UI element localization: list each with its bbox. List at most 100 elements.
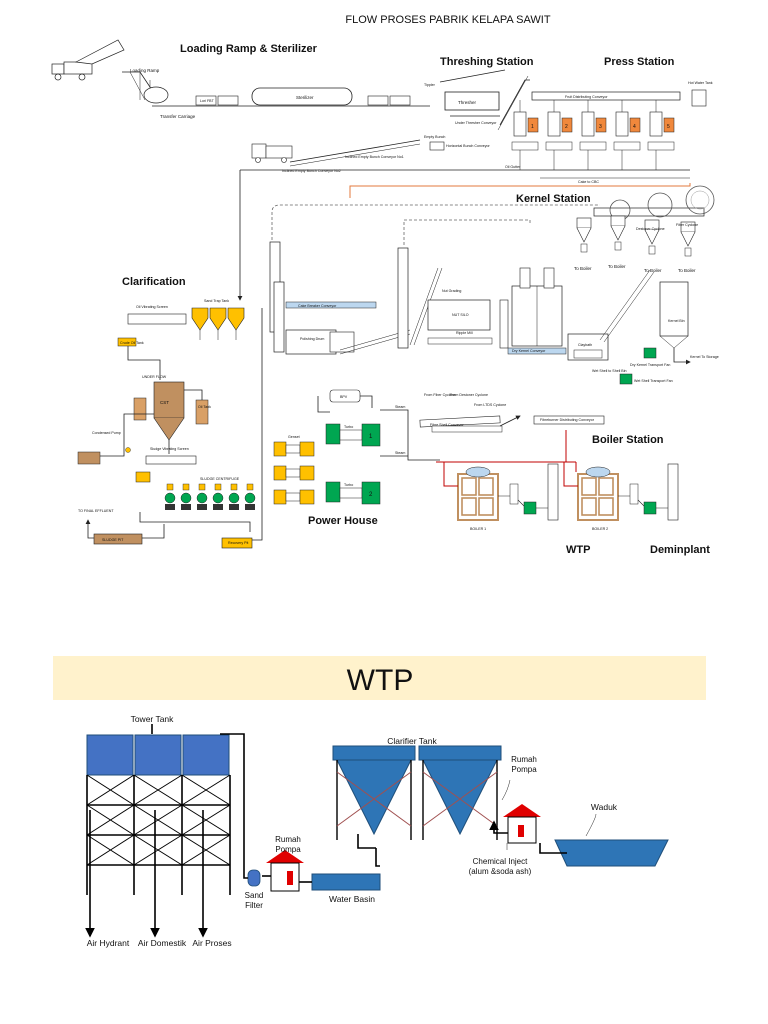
kernel-feed-line bbox=[349, 183, 691, 198]
boiler-2-cell bbox=[581, 477, 597, 496]
sterilizer bbox=[251, 87, 353, 106]
screw-press-2 bbox=[545, 141, 573, 151]
boiler-1-cell bbox=[478, 477, 494, 496]
rumah-pompa-left bbox=[266, 850, 304, 892]
svg-text:2: 2 bbox=[369, 492, 373, 498]
tower-tank-label: Tower Tank bbox=[131, 714, 175, 724]
ripple-mill-base bbox=[427, 337, 493, 345]
cyclone-airlock-2 bbox=[614, 241, 622, 251]
condensed-pump-label: Condensed Pump bbox=[92, 431, 121, 435]
boiler-1-steam bbox=[443, 462, 458, 487]
empty-bunch-truck-icon bbox=[251, 143, 293, 163]
condensed-return-line bbox=[100, 413, 154, 457]
clarifier-outlet bbox=[357, 834, 376, 849]
centrifuge-base-6 bbox=[245, 504, 255, 510]
loading-ramp-station-title: Loading Ramp & Sterilizer bbox=[180, 43, 318, 55]
polishing-drum-label: Polishing Drum bbox=[300, 337, 324, 341]
tippler-label: Tippler bbox=[424, 83, 436, 87]
cst-to-oil-tank bbox=[184, 389, 203, 400]
boiler-1-dust-collector bbox=[509, 483, 519, 505]
centrifuge-6 bbox=[244, 492, 256, 504]
separator-top-1 bbox=[519, 267, 531, 289]
recovery-line bbox=[252, 308, 263, 541]
sand-trap-2 bbox=[209, 307, 227, 331]
cyclone-cone-1 bbox=[576, 227, 592, 243]
centrifuge-base-3 bbox=[197, 504, 207, 510]
tower-tank bbox=[86, 734, 231, 895]
screw-press-5 bbox=[647, 141, 675, 151]
boiler-1-flue bbox=[498, 495, 548, 509]
genset-engine-2 bbox=[273, 465, 287, 481]
genset-alternator-3 bbox=[299, 489, 315, 505]
boiler-2-drum bbox=[585, 466, 611, 478]
clarifier-cone-2 bbox=[422, 759, 498, 836]
centrifuge-row bbox=[164, 483, 256, 510]
screw-press-4 bbox=[613, 141, 641, 151]
sand-filter-label-1: Sand bbox=[245, 891, 264, 900]
from-ltds-cyclone-label: From LTDS Cyclone bbox=[474, 403, 506, 407]
tower-tank-3 bbox=[182, 734, 230, 776]
tower-brace bbox=[133, 774, 183, 806]
centrifuge-manifold bbox=[139, 512, 251, 532]
steam-label-1: Steam bbox=[395, 405, 405, 409]
wtp-station-title: WTP bbox=[566, 544, 590, 556]
oil-tank bbox=[195, 399, 209, 425]
tower-brace bbox=[133, 834, 183, 866]
filter-to-tower bbox=[220, 733, 248, 879]
loading-ramp-label: Loading Ramp bbox=[130, 68, 160, 73]
bpv-lines bbox=[317, 395, 373, 413]
fiber-duct-1 bbox=[271, 204, 600, 240]
horizontal-bunch-conveyor-label: Horizontal Bunch Conveyor bbox=[446, 144, 491, 148]
press-station-title: Press Station bbox=[604, 56, 675, 68]
effluent-arrow bbox=[85, 519, 94, 539]
screw-press-3 bbox=[579, 141, 607, 151]
boiler1-label: BOILER 1 bbox=[470, 527, 486, 531]
genset-alternator-2 bbox=[299, 465, 315, 481]
separator-column bbox=[499, 299, 509, 349]
rumah-pompa-right-leader bbox=[501, 779, 511, 801]
cyclone-header-duct bbox=[593, 207, 705, 217]
clarifier-cone-1 bbox=[336, 759, 412, 836]
clarifier-tank-label: Clarifier Tank bbox=[387, 736, 437, 746]
sludge-pit bbox=[93, 533, 143, 545]
to-final-effluent-label: TO FINAL EFFLUENT bbox=[78, 509, 114, 513]
separator-top-2 bbox=[543, 267, 555, 289]
turbo-1-label: Turbo bbox=[344, 425, 353, 429]
wtp-banner-title: WTP bbox=[347, 664, 414, 697]
fruit-distributing-conveyor-label: Fruit Distributing Conveyor bbox=[565, 95, 608, 99]
press-unit-4 bbox=[629, 117, 641, 133]
wtp-banner bbox=[53, 656, 706, 700]
boiler-1-cell bbox=[461, 477, 477, 496]
boiler-1-cell bbox=[461, 497, 477, 516]
kernel-bin bbox=[659, 281, 689, 337]
fibre-shell-conveyor-2 bbox=[431, 425, 503, 433]
dry-kernel-transport-fan bbox=[643, 347, 657, 359]
waduk-to-pompa bbox=[539, 843, 567, 854]
kernel-station-title: Kernel Station bbox=[516, 193, 591, 205]
centrifuge-feed-3 bbox=[198, 483, 206, 491]
kernel-to-storage-label: Kernel To Storage bbox=[690, 355, 719, 359]
nut-grading-label: Nut Grading bbox=[442, 289, 461, 293]
tower-brace bbox=[133, 804, 183, 836]
boiler-2-cell bbox=[581, 497, 597, 516]
cyclone-cone-2 bbox=[610, 225, 626, 241]
rumah-pompa-left-label-1: Rumah bbox=[275, 835, 301, 844]
oil-vibrating-screen bbox=[127, 313, 187, 325]
boiler2-label: BOILER 2 bbox=[592, 527, 608, 531]
sludge-tank bbox=[135, 471, 151, 483]
kernel-to-storage-arrow bbox=[673, 348, 691, 365]
air-hydrant-label: Air Hydrant bbox=[87, 938, 130, 948]
kernel-bin-cone bbox=[659, 335, 689, 349]
oil-vibrating-screen-label: Oil Vibrating Screen bbox=[136, 305, 168, 309]
tower-brace bbox=[181, 804, 231, 836]
side-tank bbox=[133, 397, 147, 421]
boiler-2-cell bbox=[598, 477, 614, 496]
steam-line bbox=[380, 409, 440, 461]
dry-kernel-conveyor-label: Dry Kernel Conveyor bbox=[512, 349, 546, 353]
cyclone-body-2 bbox=[610, 215, 626, 227]
oil-gutter-label: Oil Gutter bbox=[505, 165, 521, 169]
cyclone-cone-3 bbox=[644, 229, 660, 245]
under-flow-label: UNDER FLOW bbox=[142, 375, 167, 379]
cyclone-airlock-4 bbox=[684, 247, 692, 257]
